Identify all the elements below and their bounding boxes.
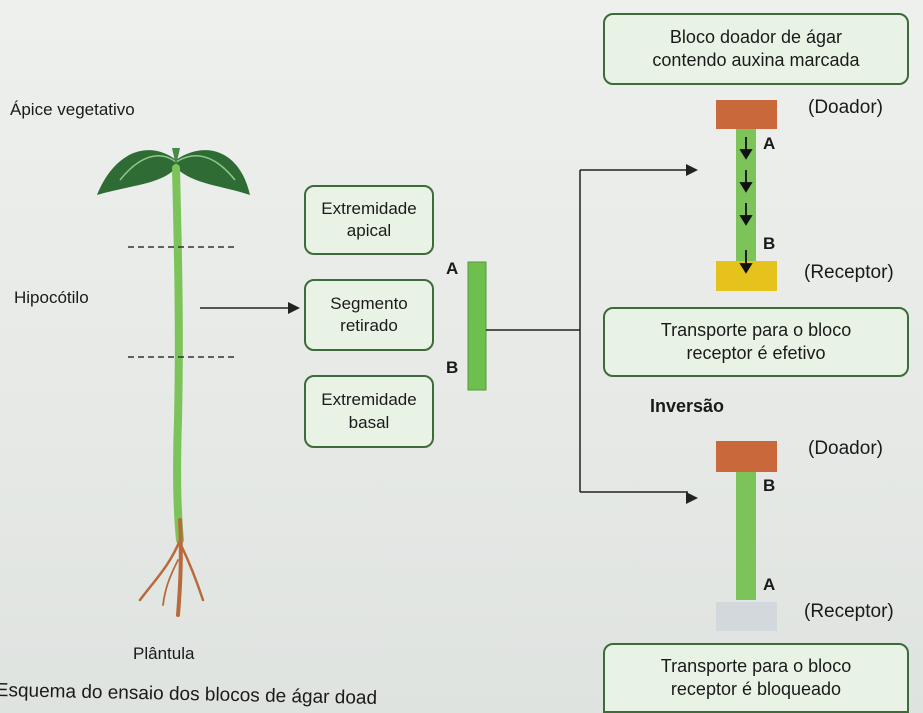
inversion-label: Inversão <box>650 396 725 416</box>
apical-end-line1: Extremidade <box>321 198 417 218</box>
segment-strip <box>467 261 487 391</box>
apex-label: Ápice vegetativo <box>10 100 135 119</box>
donor-block-2 <box>716 441 777 472</box>
result-blocked-line2: receptor é bloqueado <box>670 679 842 699</box>
donor-description-box: Bloco doador de ágar contendo auxina mar… <box>603 13 909 85</box>
receptor-label-2: (Receptor) <box>804 601 894 622</box>
basal-end-box: Extremidade basal <box>304 375 434 448</box>
receptor-block-2 <box>716 602 777 631</box>
donor-description-line2: contendo auxina marcada <box>652 50 860 70</box>
segment-letter-b: B <box>446 358 459 377</box>
donor-label-2: (Doador) <box>808 438 883 459</box>
result-effective-line2: receptor é efetivo <box>686 343 826 363</box>
donor-block-1 <box>716 100 777 129</box>
stem-segment-2 <box>736 472 756 600</box>
apical-end-line2: apical <box>346 221 392 240</box>
exp2-letter-top: B <box>763 476 776 495</box>
result-blocked-line1: Transporte para o bloco <box>660 655 852 676</box>
basal-end-line2: basal <box>348 412 390 432</box>
exp1-letter-bottom: B <box>763 234 776 253</box>
stem-segment-1 <box>736 129 756 261</box>
result-effective-line1: Transporte para o bloco <box>660 319 852 340</box>
removed-segment-line1: Segmento <box>330 293 408 313</box>
branch-connector <box>486 169 688 493</box>
hypocotyl-label: Hipocótilo <box>14 288 89 307</box>
seedling-leaves <box>97 148 250 195</box>
removed-segment-box: Segmento retirado <box>304 279 434 351</box>
transport-arrows <box>739 137 753 274</box>
seedling-roots <box>138 518 205 617</box>
donor-description-line1: Bloco doador de ágar <box>669 26 843 47</box>
arrow-to-experiment2 <box>686 492 698 504</box>
arrow-to-segment <box>200 302 300 314</box>
apical-end-box: Extremidade apical <box>304 185 434 255</box>
segment-letter-a: A <box>446 259 459 278</box>
arrow-to-experiment1 <box>686 164 698 176</box>
basal-end-line1: Extremidade <box>321 390 417 410</box>
seedling-label: Plântula <box>133 644 195 663</box>
seedling-stem <box>172 164 184 544</box>
result-box-effective: Transporte para o bloco receptor é efeti… <box>603 307 909 377</box>
removed-segment-line2: retirado <box>340 316 398 335</box>
donor-label-1: (Doador) <box>808 97 883 118</box>
exp2-letter-bottom: A <box>763 575 776 594</box>
exp1-letter-top: A <box>763 134 776 153</box>
receptor-label-1: (Receptor) <box>804 262 894 283</box>
result-box-blocked: Transporte para o bloco receptor é bloqu… <box>603 643 909 713</box>
